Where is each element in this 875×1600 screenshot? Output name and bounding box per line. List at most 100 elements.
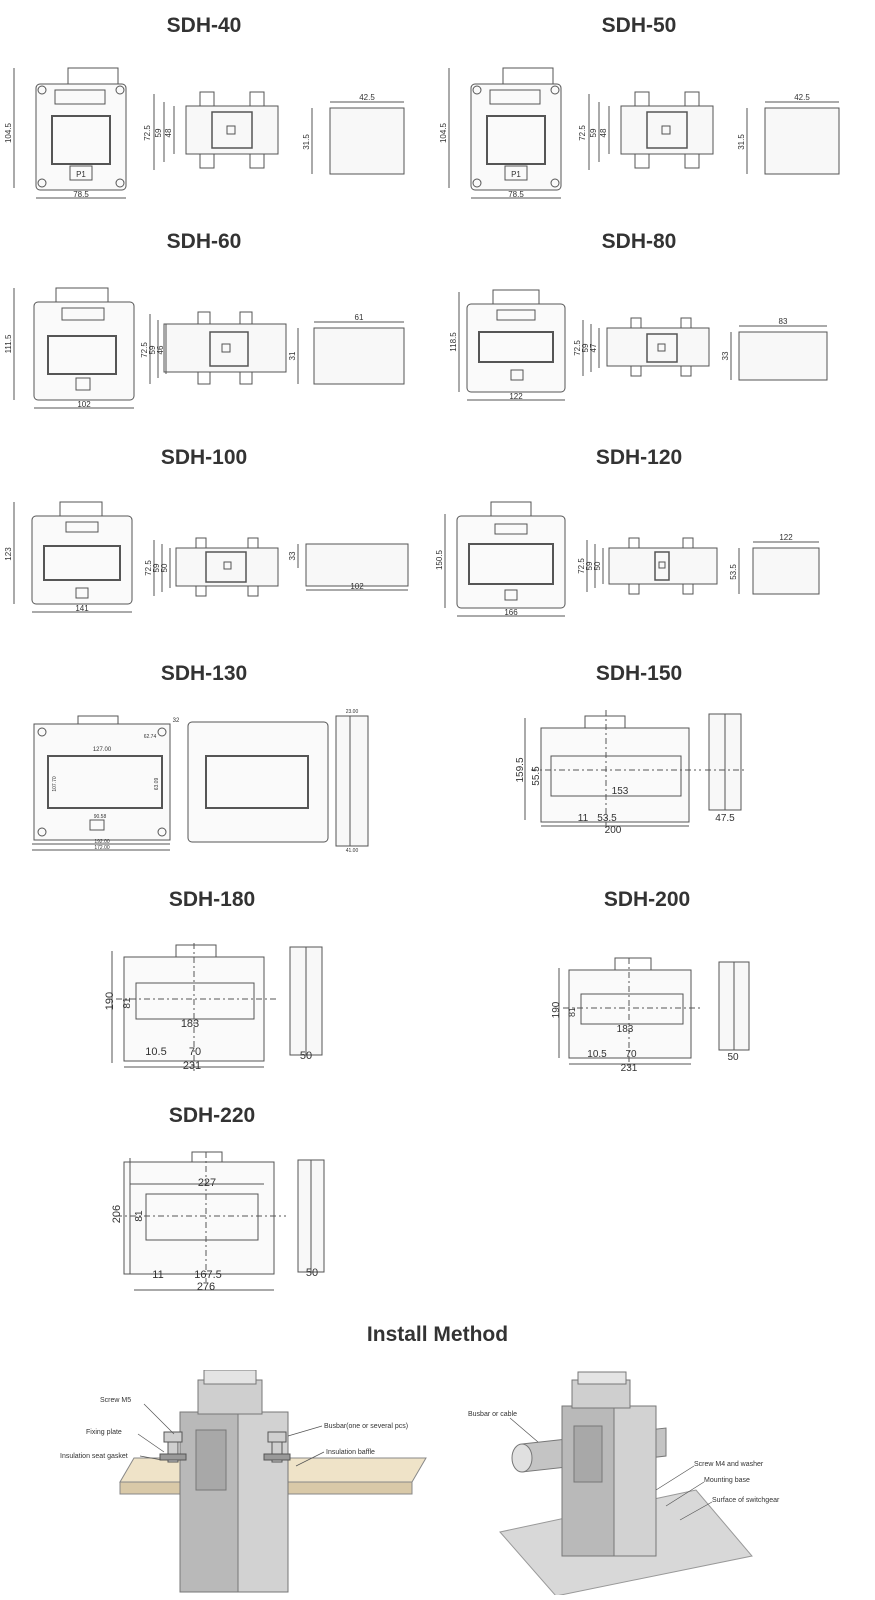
svg-text:48: 48 — [164, 128, 173, 137]
svg-text:122: 122 — [509, 392, 523, 401]
mark: P1 — [76, 170, 86, 179]
svg-text:167.5: 167.5 — [194, 1269, 222, 1281]
install-right-illustration: Busbar or cable Screw M4 and washer Moun… — [468, 1371, 780, 1595]
sdh180-drawing: 190 81 183 10.5 70 231 50 — [104, 943, 323, 1072]
install-left-illustration: Screw M5 Fixing plate Insulation seat ga… — [60, 1370, 427, 1593]
sdh60-title: SDH-60 — [166, 230, 242, 253]
label-screw-m5: Screw M5 — [100, 1397, 131, 1404]
label-fixing-plate: Fixing plate — [86, 1429, 122, 1436]
label-insulation-baffle: Insulation baffle — [326, 1449, 375, 1456]
svg-text:63.09: 63.09 — [154, 778, 160, 791]
svg-text:72.5: 72.5 — [573, 340, 582, 356]
svg-text:111.5: 111.5 — [4, 334, 13, 353]
svg-text:33: 33 — [288, 551, 297, 560]
svg-text:72.5: 72.5 — [578, 125, 587, 141]
svg-text:32: 32 — [173, 718, 180, 724]
depth-view — [311, 101, 405, 175]
svg-text:166: 166 — [504, 608, 518, 617]
sdh130-title: SDH-130 — [160, 662, 248, 685]
svg-text:72.5: 72.5 — [144, 560, 153, 576]
svg-text:123: 123 — [4, 547, 13, 561]
sdh150-drawing: 159.5 55.5 153 11 53.5 200 47.5 — [515, 710, 745, 836]
svg-text:172.00: 172.00 — [94, 845, 110, 851]
svg-text:46: 46 — [156, 345, 165, 354]
sdh200-title: SDH-200 — [603, 888, 691, 911]
front-view — [35, 67, 127, 191]
svg-text:50: 50 — [300, 1050, 312, 1062]
sdh150-title: SDH-150 — [595, 662, 683, 685]
svg-text:59: 59 — [581, 343, 590, 352]
svg-text:200: 200 — [605, 825, 622, 836]
svg-text:P1: P1 — [511, 170, 521, 179]
label-mounting-base: Mounting base — [704, 1477, 750, 1484]
svg-text:47.5: 47.5 — [715, 813, 735, 824]
svg-text:227: 227 — [198, 1177, 216, 1189]
svg-text:122: 122 — [779, 533, 793, 542]
sdh80-title: SDH-80 — [601, 230, 677, 253]
svg-text:31.5: 31.5 — [737, 134, 746, 150]
ct-body-2 — [561, 1371, 657, 1557]
sdh80-drawing: 118.5 122 72.5 59 47 83 33 — [449, 289, 828, 401]
svg-text:190: 190 — [104, 992, 116, 1010]
svg-text:231: 231 — [183, 1060, 201, 1072]
svg-text:33: 33 — [721, 351, 730, 360]
svg-text:31: 31 — [288, 351, 297, 360]
svg-text:81: 81 — [122, 997, 133, 1009]
svg-text:72.5: 72.5 — [577, 558, 586, 574]
svg-text:53.5: 53.5 — [597, 813, 617, 824]
svg-text:42.5: 42.5 — [794, 93, 810, 102]
svg-text:55.5: 55.5 — [531, 766, 542, 786]
svg-text:104.5: 104.5 — [4, 122, 13, 143]
svg-text:159.5: 159.5 — [515, 757, 526, 782]
label-screw-m4-washer: Screw M4 and washer — [694, 1461, 764, 1468]
sdh120-title: SDH-120 — [595, 446, 683, 469]
label-insulation-seat-gasket: Insulation seat gasket — [60, 1453, 128, 1460]
svg-text:83: 83 — [779, 317, 788, 326]
svg-text:206: 206 — [111, 1205, 123, 1223]
svg-text:78.5: 78.5 — [508, 190, 524, 199]
svg-text:59: 59 — [148, 345, 157, 354]
svg-text:41.00: 41.00 — [346, 848, 359, 854]
svg-text:127.00: 127.00 — [93, 747, 112, 753]
svg-text:11: 11 — [578, 813, 589, 824]
side-view — [153, 91, 279, 170]
sdh120-drawing: 150.5 166 72.5 59 50 122 53.5 — [435, 501, 820, 617]
svg-text:90.58: 90.58 — [94, 814, 107, 820]
svg-text:48: 48 — [599, 128, 608, 137]
sdh40-drawing: P1 104.5 78.5 72.5 59 48 42.5 31.5 — [4, 67, 405, 199]
label-switchgear-surface: Surface of switchgear — [712, 1497, 780, 1504]
svg-text:81: 81 — [567, 1007, 577, 1017]
svg-text:61: 61 — [355, 313, 364, 322]
svg-text:153: 153 — [612, 786, 629, 797]
svg-text:50: 50 — [306, 1267, 318, 1279]
svg-text:10.5: 10.5 — [145, 1046, 166, 1058]
sdh220-drawing: 227 206 81 11 167.5 276 50 — [111, 1151, 325, 1293]
sdh40-title: SDH-40 — [166, 14, 242, 37]
svg-text:53.5: 53.5 — [729, 564, 738, 580]
svg-text:81: 81 — [134, 1210, 145, 1222]
svg-text:31.5: 31.5 — [302, 134, 311, 150]
svg-text:192.00: 192.00 — [94, 839, 110, 845]
svg-text:231: 231 — [621, 1063, 638, 1074]
svg-text:104.5: 104.5 — [439, 122, 448, 143]
svg-text:276: 276 — [197, 1281, 215, 1293]
svg-text:150.5: 150.5 — [435, 549, 444, 570]
sdh100-drawing: 123 141 72.5 59 50 102 33 — [4, 501, 409, 613]
ct-body — [179, 1370, 289, 1593]
sdh180-title: SDH-180 — [168, 888, 256, 911]
svg-text:50: 50 — [727, 1052, 739, 1063]
svg-text:118.5: 118.5 — [449, 332, 458, 352]
install-title: Install Method — [366, 1323, 509, 1346]
svg-text:102: 102 — [350, 582, 364, 591]
svg-text:183: 183 — [181, 1018, 199, 1030]
svg-text:59: 59 — [589, 128, 598, 137]
svg-text:59: 59 — [154, 128, 163, 137]
svg-text:72.5: 72.5 — [143, 125, 152, 141]
label-busbar: Busbar(one or several pcs) — [324, 1423, 408, 1430]
sdh50-title: SDH-50 — [601, 14, 677, 37]
svg-text:70: 70 — [625, 1049, 637, 1060]
svg-text:47: 47 — [589, 343, 598, 352]
svg-text:62.74: 62.74 — [144, 734, 157, 740]
screws — [159, 1431, 291, 1463]
svg-text:70: 70 — [189, 1046, 201, 1058]
